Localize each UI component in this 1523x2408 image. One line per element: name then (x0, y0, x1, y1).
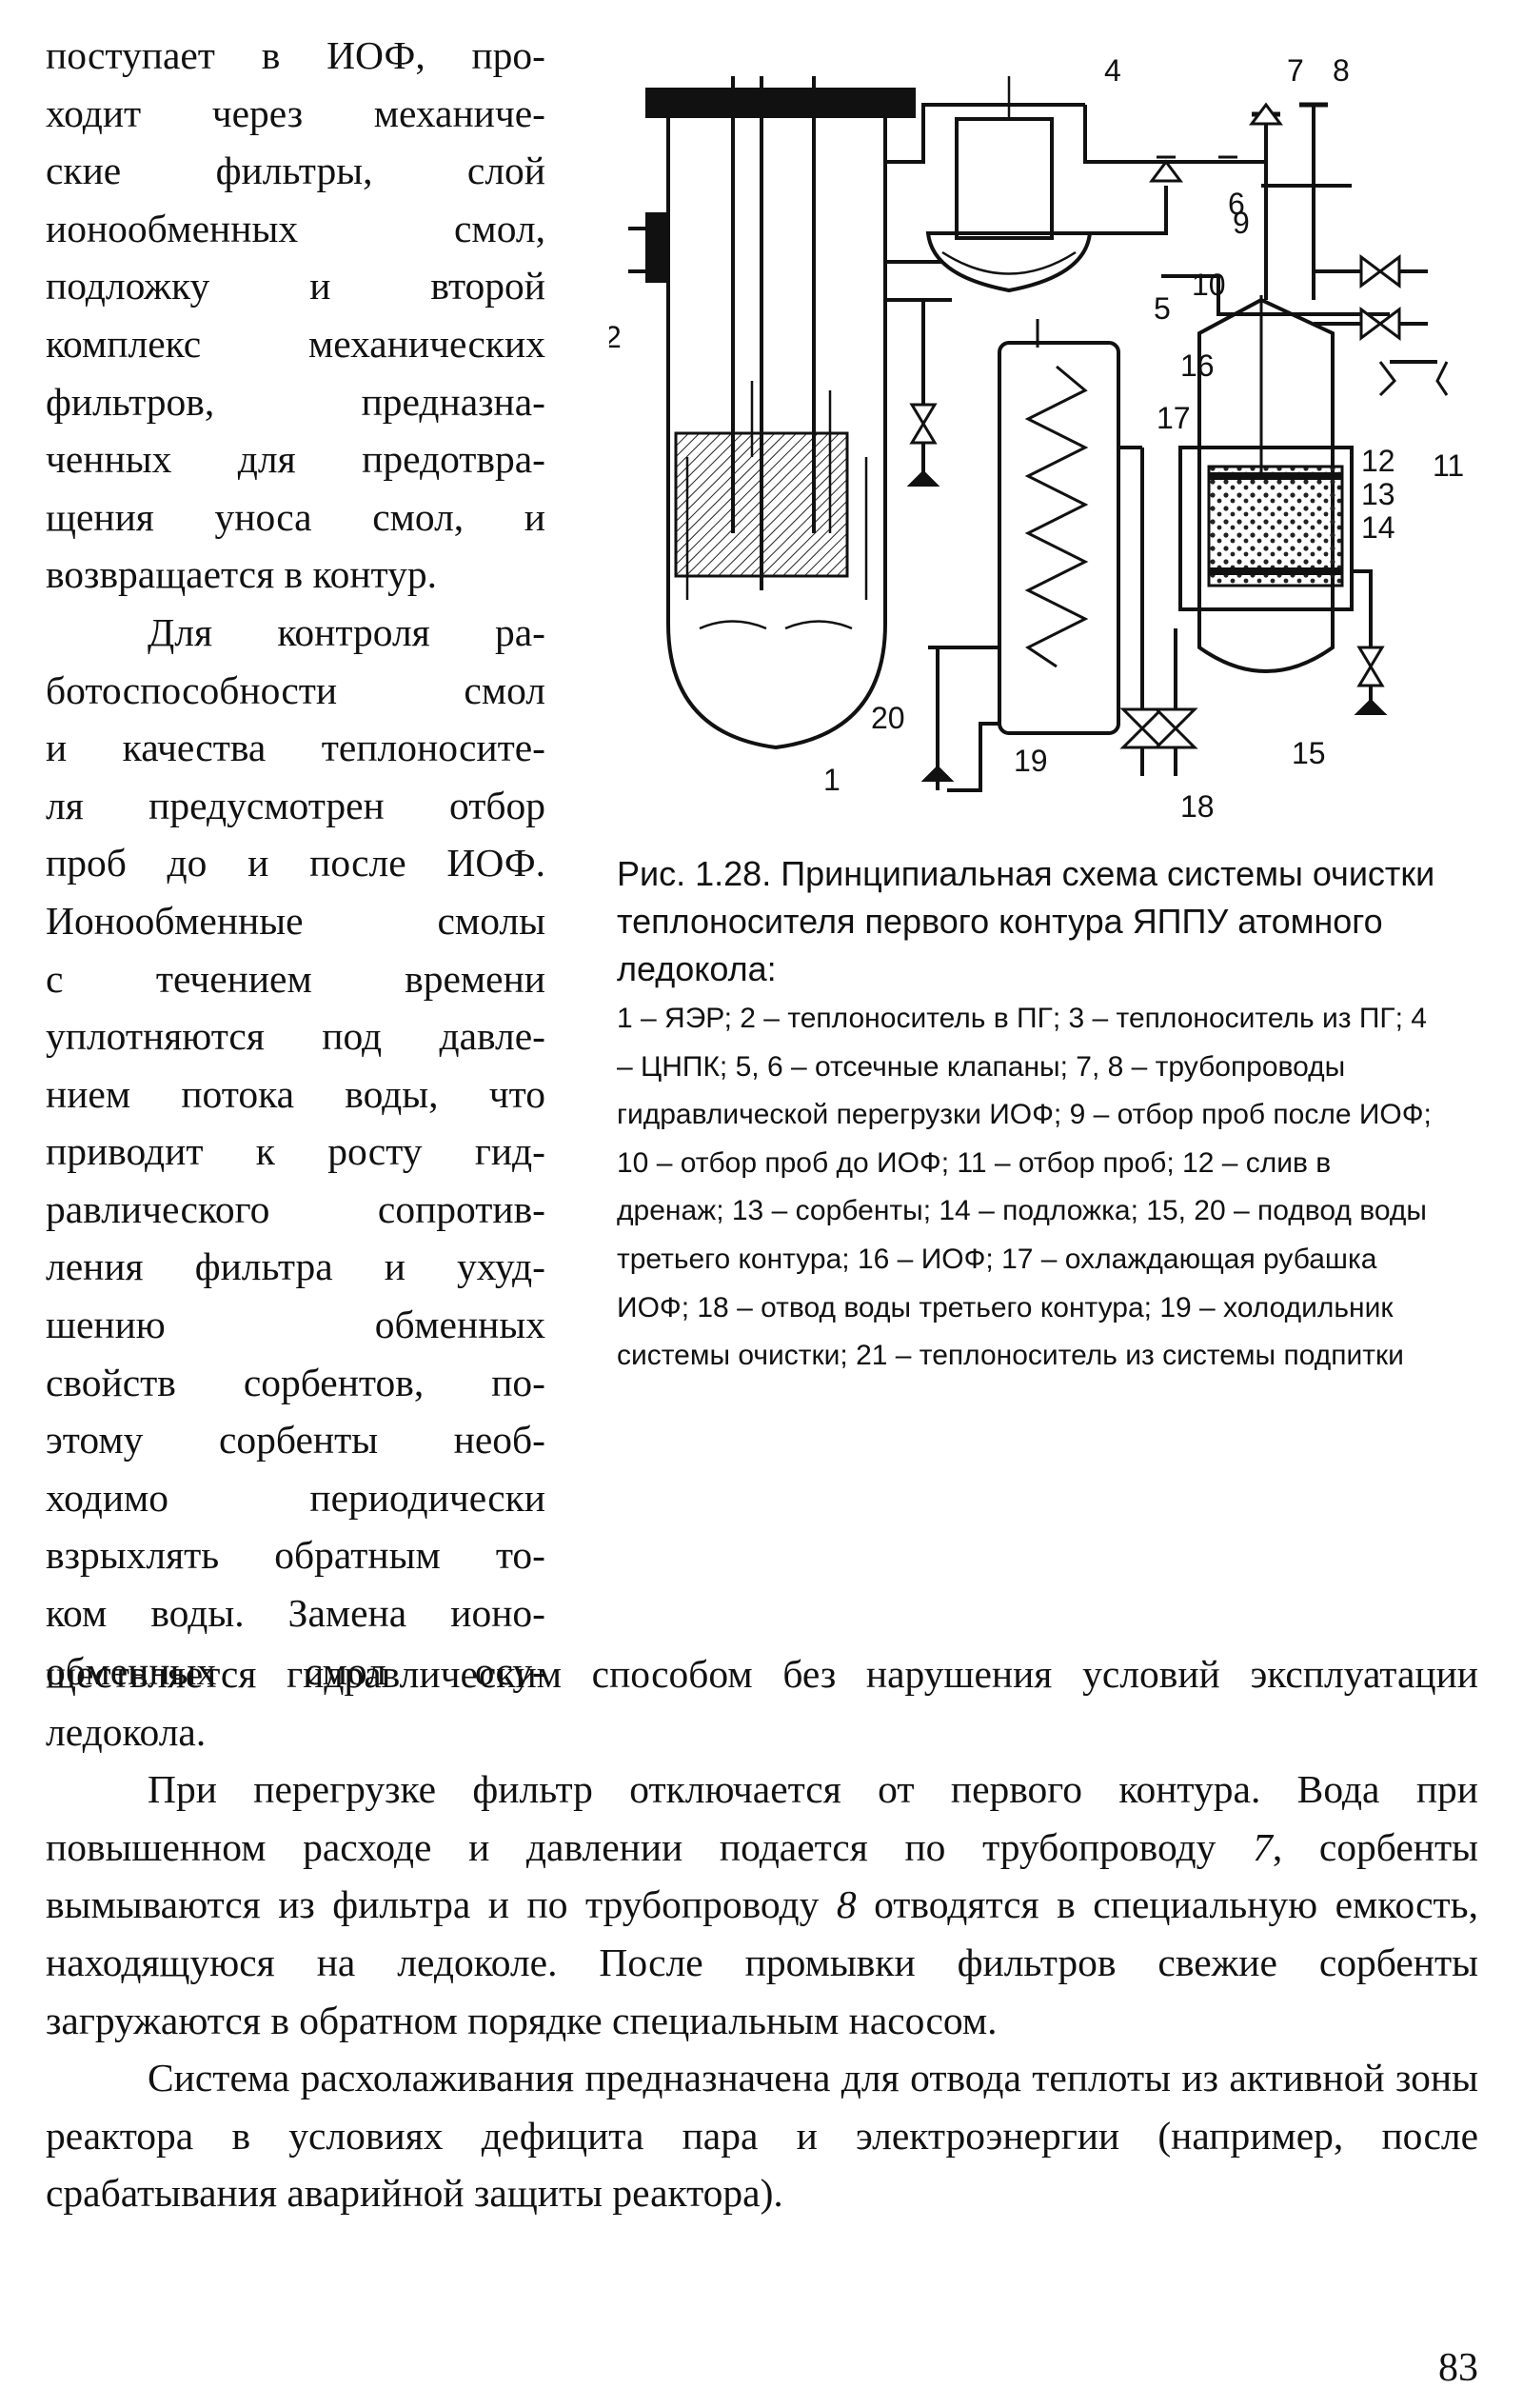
label-9: 9 (1233, 206, 1250, 240)
text-line: и качества теплоносите- (46, 726, 545, 770)
text-line: нием потока воды, что (46, 1071, 545, 1116)
label-13: 13 (1361, 477, 1395, 511)
body-text: ществляется гидравлическим способом без … (46, 1645, 1478, 2222)
text-line: приводит к росту гид- (46, 1129, 545, 1174)
label-11: 11 (1433, 448, 1464, 483)
purification-system-schematic: 1 2 3 4 5 6 7 8 9 10 11 12 13 14 15 16 1… (609, 53, 1464, 824)
label-20: 20 (871, 701, 905, 735)
text-line: проб до и после ИОФ. (46, 841, 545, 886)
paragraph: Система расхолаживания предназначена для… (46, 2056, 1478, 2216)
text-line: ходимо периодически (46, 1475, 545, 1520)
label-17: 17 (1157, 401, 1191, 435)
paragraph-text: При перегрузке фильтр отключается от пер… (46, 1767, 1478, 1869)
label-14: 14 (1361, 510, 1395, 545)
text-line: поступает в ИОФ, про- (46, 33, 545, 77)
pipeline-ref-8: 8 (836, 1882, 857, 1927)
text-line: Ионообменные смолы (46, 898, 545, 943)
paragraph: При перегрузке фильтр отключается от пер… (46, 1761, 1478, 2049)
text-line: взрыхлять обратным то- (46, 1533, 545, 1578)
text-line: ля предусмотрен отбор (46, 783, 545, 827)
text-line: фильтров, предназна- (46, 379, 545, 424)
caption-legend: 1 – ЯЭР; 2 – теплоноситель в ПГ; 3 – теп… (617, 1003, 1432, 1372)
text-line: ходит через механиче- (46, 90, 545, 135)
label-1: 1 (823, 763, 841, 797)
caption-title: Рис. 1.28. Принципиальная схема системы … (617, 854, 1435, 988)
label-5: 5 (1154, 291, 1171, 326)
text-line: свойств сорбентов, по- (46, 1360, 545, 1404)
text-line: щения уноса смол, и (46, 494, 545, 539)
label-4: 4 (1104, 53, 1121, 88)
page-number: 83 (1438, 2346, 1478, 2390)
text-line: с течением времени (46, 956, 545, 1001)
text-line: шению обменных (46, 1303, 545, 1347)
pipeline-ref-7: 7 (1253, 1824, 1273, 1869)
label-16: 16 (1180, 348, 1215, 383)
reactor-vessel (645, 76, 916, 750)
circulation-pump (885, 76, 1093, 302)
left-column-text: поступает в ИОФ, про- ходит через механи… (46, 27, 545, 1700)
text-line: ионообменных смол, (46, 206, 545, 250)
cooler (928, 319, 1142, 792)
paragraph-text: , сорбенты вымываются из фильтра и по тр… (46, 1824, 1478, 1927)
text-line: Для контроля ра- (148, 609, 545, 654)
ion-exchange-filter (1178, 295, 1354, 673)
label-6: 6 (1228, 187, 1245, 221)
figure-caption: Рис. 1.28. Принципиальная схема системы … (617, 850, 1435, 1381)
text-line: подложку и второй (46, 264, 545, 308)
text-line: этому сорбенты необ- (46, 1418, 545, 1463)
label-12: 12 (1361, 444, 1395, 478)
text-line: ботоспособности смол (46, 667, 545, 712)
label-15: 15 (1292, 736, 1326, 770)
text-line: ченных для предотвра- (46, 437, 545, 482)
label-2: 2 (609, 320, 622, 354)
text-line: ления фильтра и ухуд- (46, 1244, 545, 1289)
text-line: комплекс механических (46, 321, 545, 366)
text-line: ские фильтры, слой (46, 149, 545, 193)
paragraph-text: отводятся в специальную емкость, находящ… (46, 1882, 1478, 2042)
label-19: 19 (1014, 744, 1048, 778)
label-18: 18 (1180, 789, 1215, 824)
text-line: уплотняются под давле- (46, 1014, 545, 1059)
label-10: 10 (1192, 268, 1226, 302)
text-line: ком воды. Замена ионо- (46, 1591, 545, 1636)
label-7: 7 (1287, 53, 1304, 88)
text-line: возвращается в контур. (46, 552, 437, 597)
text-line: равлического сопротив- (46, 1186, 545, 1231)
paragraph: ществляется гидравлическим способом без … (46, 1652, 1478, 1754)
text-line: обменных смол осу- (46, 1648, 545, 1693)
label-8: 8 (1333, 53, 1350, 88)
